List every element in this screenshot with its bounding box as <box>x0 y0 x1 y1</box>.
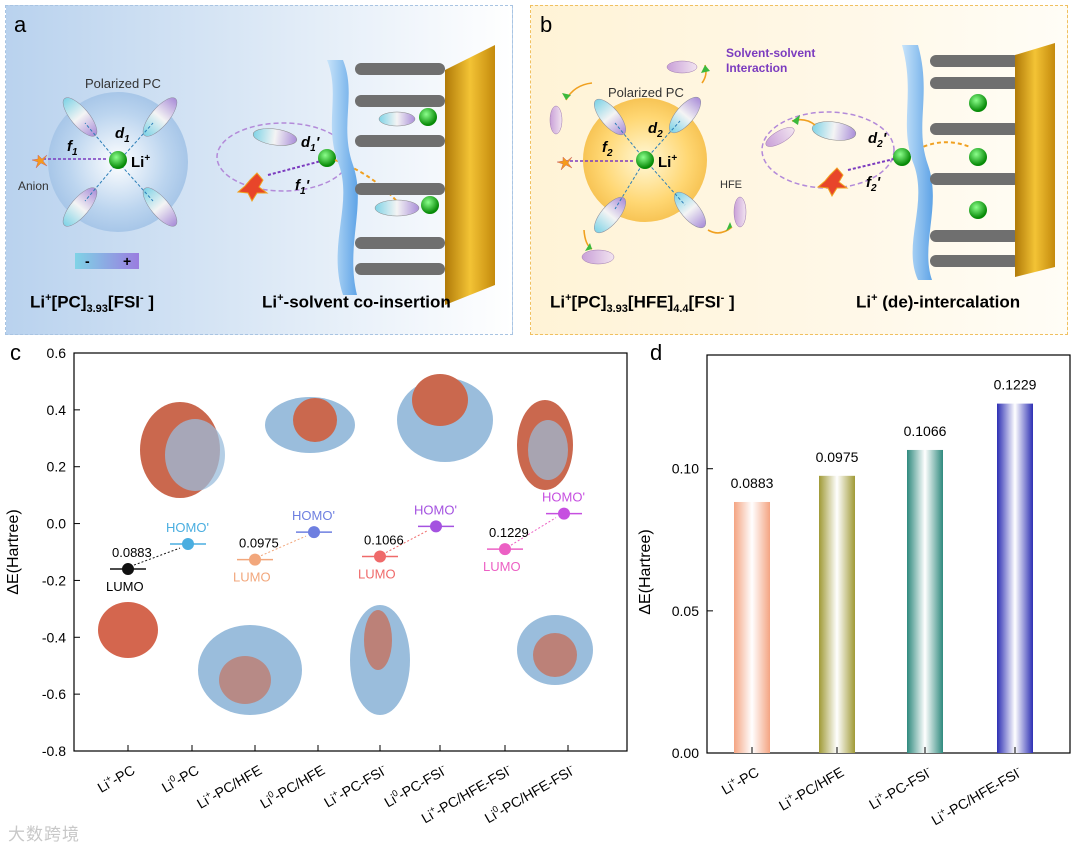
y-tick-label: -0.2 <box>42 572 66 588</box>
panel-a-caption-left: Li+[PC]3.93[FSI- ] <box>30 292 155 316</box>
lumo-point <box>122 563 134 576</box>
y-tick-label: -0.8 <box>42 743 66 759</box>
watermark: 大数跨境 <box>8 825 80 845</box>
lumo-point <box>249 553 261 566</box>
y-tick-label: 0.0 <box>47 516 67 532</box>
homo-label: HOMO' <box>414 502 457 517</box>
bar-value-label: 0.1229 <box>994 377 1037 393</box>
x-tick-label: Li+-PC-FSI- <box>866 763 935 813</box>
bar <box>907 449 943 753</box>
svg-text:+: + <box>123 253 131 269</box>
x-tick-label: Li+-PC <box>94 761 137 796</box>
panel-a-schematic: Polarized PC Anion Li+ f1 d1 - + d1' f1' <box>18 45 495 305</box>
lumo-label: LUMO <box>106 579 144 594</box>
lumo-label: LUMO <box>233 570 271 585</box>
homo-point <box>430 520 442 533</box>
panel-b-schematic: Polarized PC Solvent-solvent Interaction… <box>549 43 1055 280</box>
panel-c-letter: c <box>10 340 21 365</box>
x-tick-label: Li+-PC/HFE-FSI- <box>928 763 1025 829</box>
lumo-label: LUMO <box>358 567 396 582</box>
svg-text:-: - <box>85 253 90 269</box>
panel-c-chart: ΔE(Hartree) 0.6 0.4 0.2 0.0 -0.2 -0.4 -0.6 -0.8… <box>5 345 628 826</box>
bar <box>734 501 770 753</box>
svg-text:Polarized PC: Polarized PC <box>85 76 161 91</box>
lumo-point <box>374 550 386 563</box>
bar-value-label: 0.1066 <box>904 423 947 439</box>
panel-a-caption-right: Li+-solvent co-insertion <box>262 292 451 312</box>
y-tick-label: -0.4 <box>42 629 66 645</box>
y-tick-label: 0.6 <box>47 345 67 361</box>
svg-text:HFE: HFE <box>720 179 742 191</box>
y-tick-label: 0.05 <box>672 603 699 619</box>
panel-b-caption-right: Li+ (de)-intercalation <box>856 292 1021 312</box>
transition-arrow <box>510 517 557 546</box>
homo-label: HOMO' <box>292 508 335 523</box>
x-tick-label: Li0-PC <box>158 761 201 796</box>
lumo-point <box>499 543 511 556</box>
panel-a-letter: a <box>14 12 27 37</box>
svg-text:Li+: Li+ <box>131 153 150 171</box>
svg-text:f1': f1' <box>295 177 310 197</box>
gap-label: 0.1066 <box>364 533 404 548</box>
y-tick-label: 0.10 <box>672 461 699 477</box>
x-tick-label: Li0-PC/HFE <box>257 761 328 812</box>
bar <box>997 403 1033 753</box>
svg-text:Interaction: Interaction <box>726 61 787 75</box>
x-tick-label: Li+-PC <box>718 763 761 798</box>
x-tick-label: Li+-PC/HFE <box>775 763 846 814</box>
transition-arrow <box>133 547 181 566</box>
bar-value-label: 0.0975 <box>816 449 859 465</box>
orbital-isosurfaces <box>98 374 593 715</box>
svg-text:Polarized PC: Polarized PC <box>608 85 684 100</box>
panel-b-letter: b <box>540 12 553 37</box>
y-tick-label: 0.4 <box>47 402 67 418</box>
gap-label: 0.0975 <box>239 536 279 551</box>
panel-d-chart: ΔE(Hartree) 0.00 0.05 0.10 0.0883 0.0975 0.1… <box>637 354 1071 829</box>
y-tick-label: 0.2 <box>47 459 67 475</box>
svg-text:d2': d2' <box>868 130 887 150</box>
y-tick-label: 0.00 <box>672 745 699 761</box>
transition-arrow <box>260 535 307 557</box>
svg-text:Li+: Li+ <box>658 153 677 171</box>
y-tick-label: -0.6 <box>42 686 66 702</box>
svg-text:d1': d1' <box>301 134 320 154</box>
panel-c-ylabel: ΔE(Hartree) <box>5 509 22 594</box>
svg-text:d2: d2 <box>648 120 663 140</box>
svg-text:f2': f2' <box>866 174 881 194</box>
svg-text:d1: d1 <box>115 125 130 145</box>
bar <box>819 475 855 753</box>
lumo-label: LUMO <box>483 559 521 574</box>
svg-text:f2: f2 <box>602 139 613 159</box>
homo-label: HOMO' <box>542 490 585 505</box>
homo-point <box>308 526 320 539</box>
homo-point <box>558 507 570 520</box>
svg-text:Solvent-solvent: Solvent-solvent <box>726 46 815 60</box>
panel-b-caption-left: Li+[PC]3.93[HFE]4.4[FSI- ] <box>550 292 735 316</box>
panel-d-ylabel: ΔE(Hartree) <box>637 529 654 614</box>
svg-text:Anion: Anion <box>18 179 49 193</box>
svg-text:f1: f1 <box>67 138 78 158</box>
gap-label: 0.0883 <box>112 545 152 560</box>
panel-d-letter: d <box>650 340 663 365</box>
gap-label: 0.1229 <box>489 525 529 540</box>
x-tick-label: Li+-PC/HFE <box>193 761 264 812</box>
homo-point <box>182 538 194 551</box>
homo-label: HOMO' <box>166 520 209 535</box>
x-tick-label: Li+-PC-FSI- <box>321 761 390 811</box>
bar-value-label: 0.0883 <box>731 475 774 491</box>
